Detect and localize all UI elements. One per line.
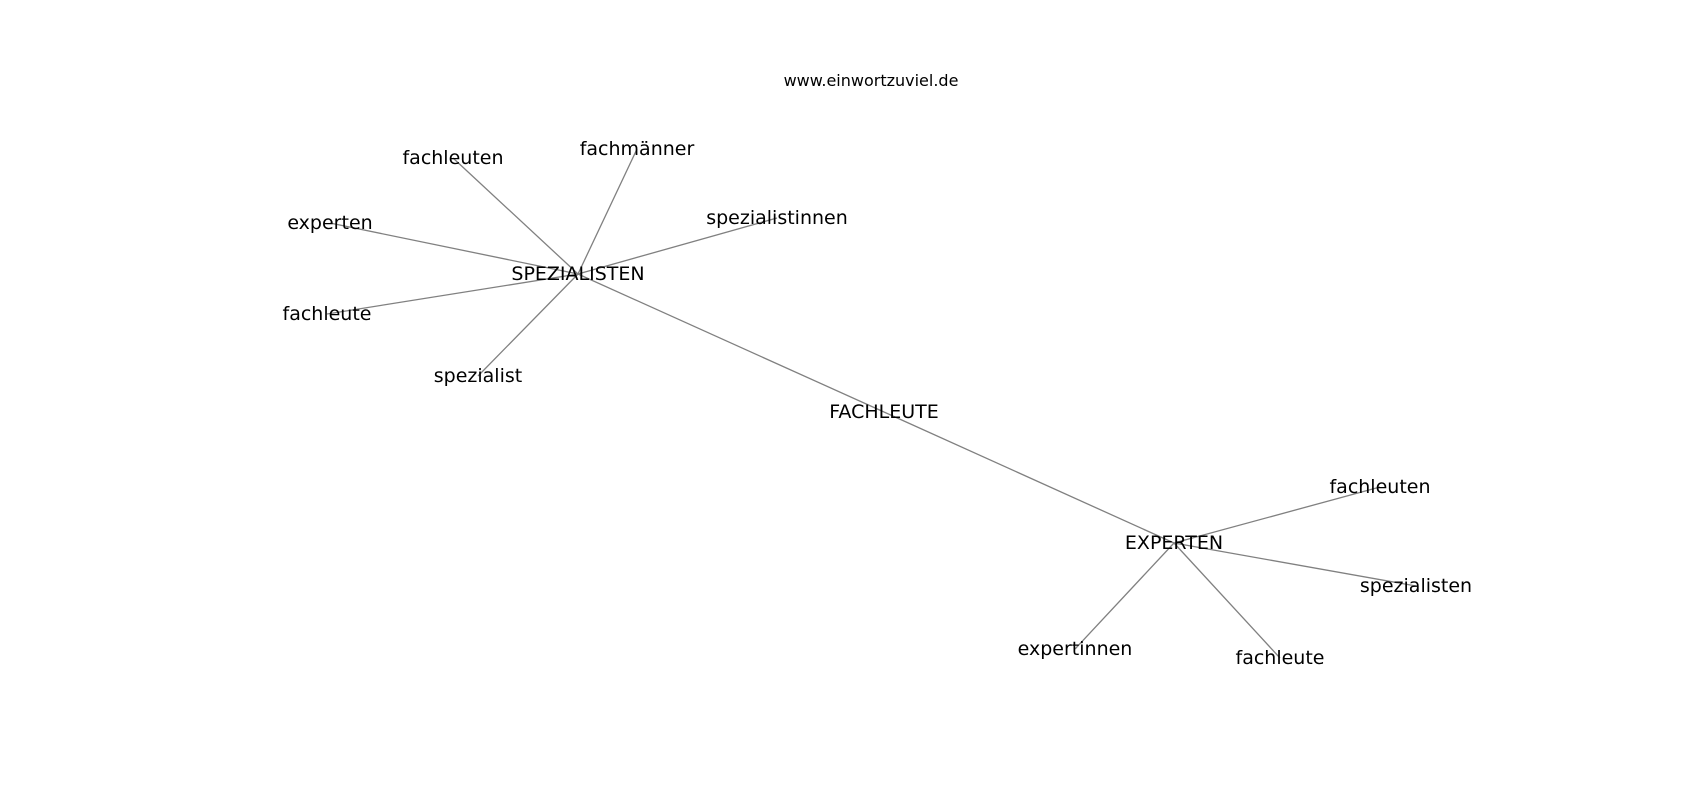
- node-label-h2-fachleute: fachleute: [1236, 647, 1325, 669]
- node-label-h1-spezialistinnen: spezialistinnen: [706, 207, 848, 229]
- edge-hub2-h2-spezialisten: [1173, 542, 1417, 587]
- edge-hub1-h1-fachleute: [326, 273, 579, 315]
- node-label-h1-spezialist: spezialist: [434, 365, 522, 387]
- edge-hub2-h2-expertinnen: [1074, 542, 1175, 650]
- edge-hub2-h2-fachleute: [1173, 542, 1281, 659]
- edge-hub1-h1-experten: [329, 222, 579, 275]
- edge-hub1-h1-fachleuten: [452, 157, 579, 275]
- node-label-h2-expertinnen: expertinnen: [1018, 638, 1133, 660]
- node-label-h1-experten: experten: [287, 212, 372, 234]
- edge-center-hub2: [883, 411, 1175, 544]
- node-label-h1-fachleute: fachleute: [283, 303, 372, 325]
- node-label-h1-fachmaenner: fachmänner: [580, 138, 695, 160]
- node-label-h2-spezialisten: spezialisten: [1360, 575, 1472, 597]
- nodes-layer: FACHLEUTE SPEZIALISTEN EXPERTEN fachleuten f…: [283, 138, 1473, 669]
- node-label-hub2: EXPERTEN: [1125, 532, 1223, 554]
- edge-hub2-h2-fachleuten: [1173, 486, 1381, 544]
- edges-layer: [326, 148, 1417, 659]
- edge-hub1-h1-spezialistinnen: [577, 217, 778, 275]
- edge-hub1-h1-spezialist: [477, 273, 579, 377]
- node-label-center: FACHLEUTE: [829, 401, 939, 423]
- edge-hub1-h1-fachmaenner: [577, 148, 638, 275]
- node-label-hub1: SPEZIALISTEN: [511, 263, 644, 285]
- edge-center-hub1: [577, 273, 885, 413]
- node-label-h2-fachleuten: fachleuten: [1329, 476, 1430, 498]
- node-label-h1-fachleuten: fachleuten: [402, 147, 503, 169]
